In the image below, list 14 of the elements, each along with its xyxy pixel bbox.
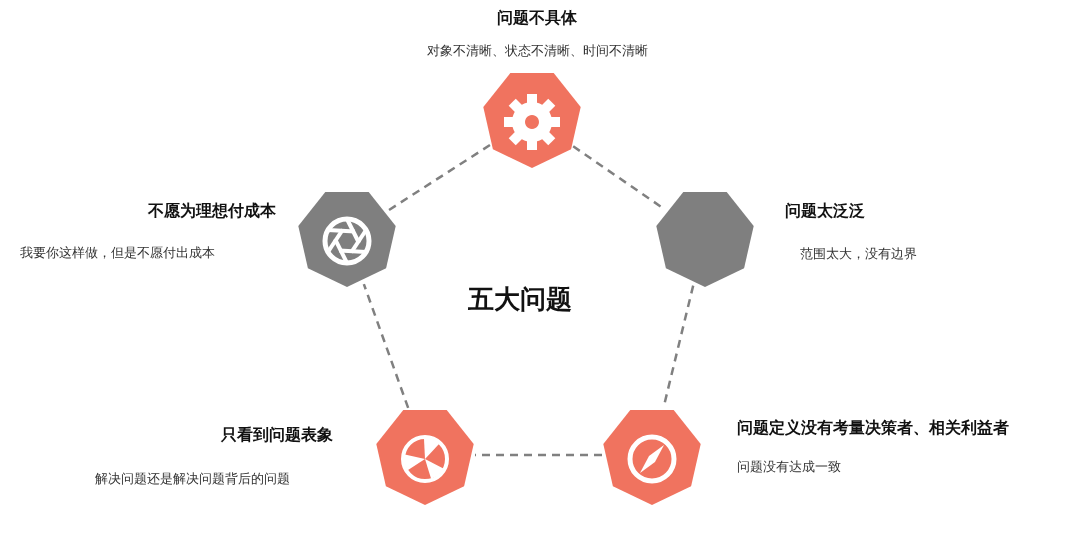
description: 对象不清晰、状态不清晰、时间不清晰	[426, 42, 648, 60]
dashed-connector	[362, 283, 410, 409]
heading: 问题定义没有考量决策者、相关利益者	[737, 418, 1009, 439]
dashed-connector	[388, 144, 491, 211]
heading: 问题太泛泛	[785, 201, 865, 222]
heading: 只看到问题表象	[221, 425, 333, 446]
description: 我要你这样做，但是不愿付出成本	[20, 244, 215, 262]
heading: 问题不具体	[497, 8, 577, 29]
description: 范围太大，没有边界	[800, 245, 917, 263]
heading: 不愿为理想付成本	[148, 201, 276, 222]
description: 解决问题还是解决问题背后的问题	[95, 470, 290, 488]
description: 问题没有达成一致	[737, 458, 841, 476]
center-title: 五大问题	[468, 283, 572, 316]
dashed-connector	[475, 453, 602, 457]
